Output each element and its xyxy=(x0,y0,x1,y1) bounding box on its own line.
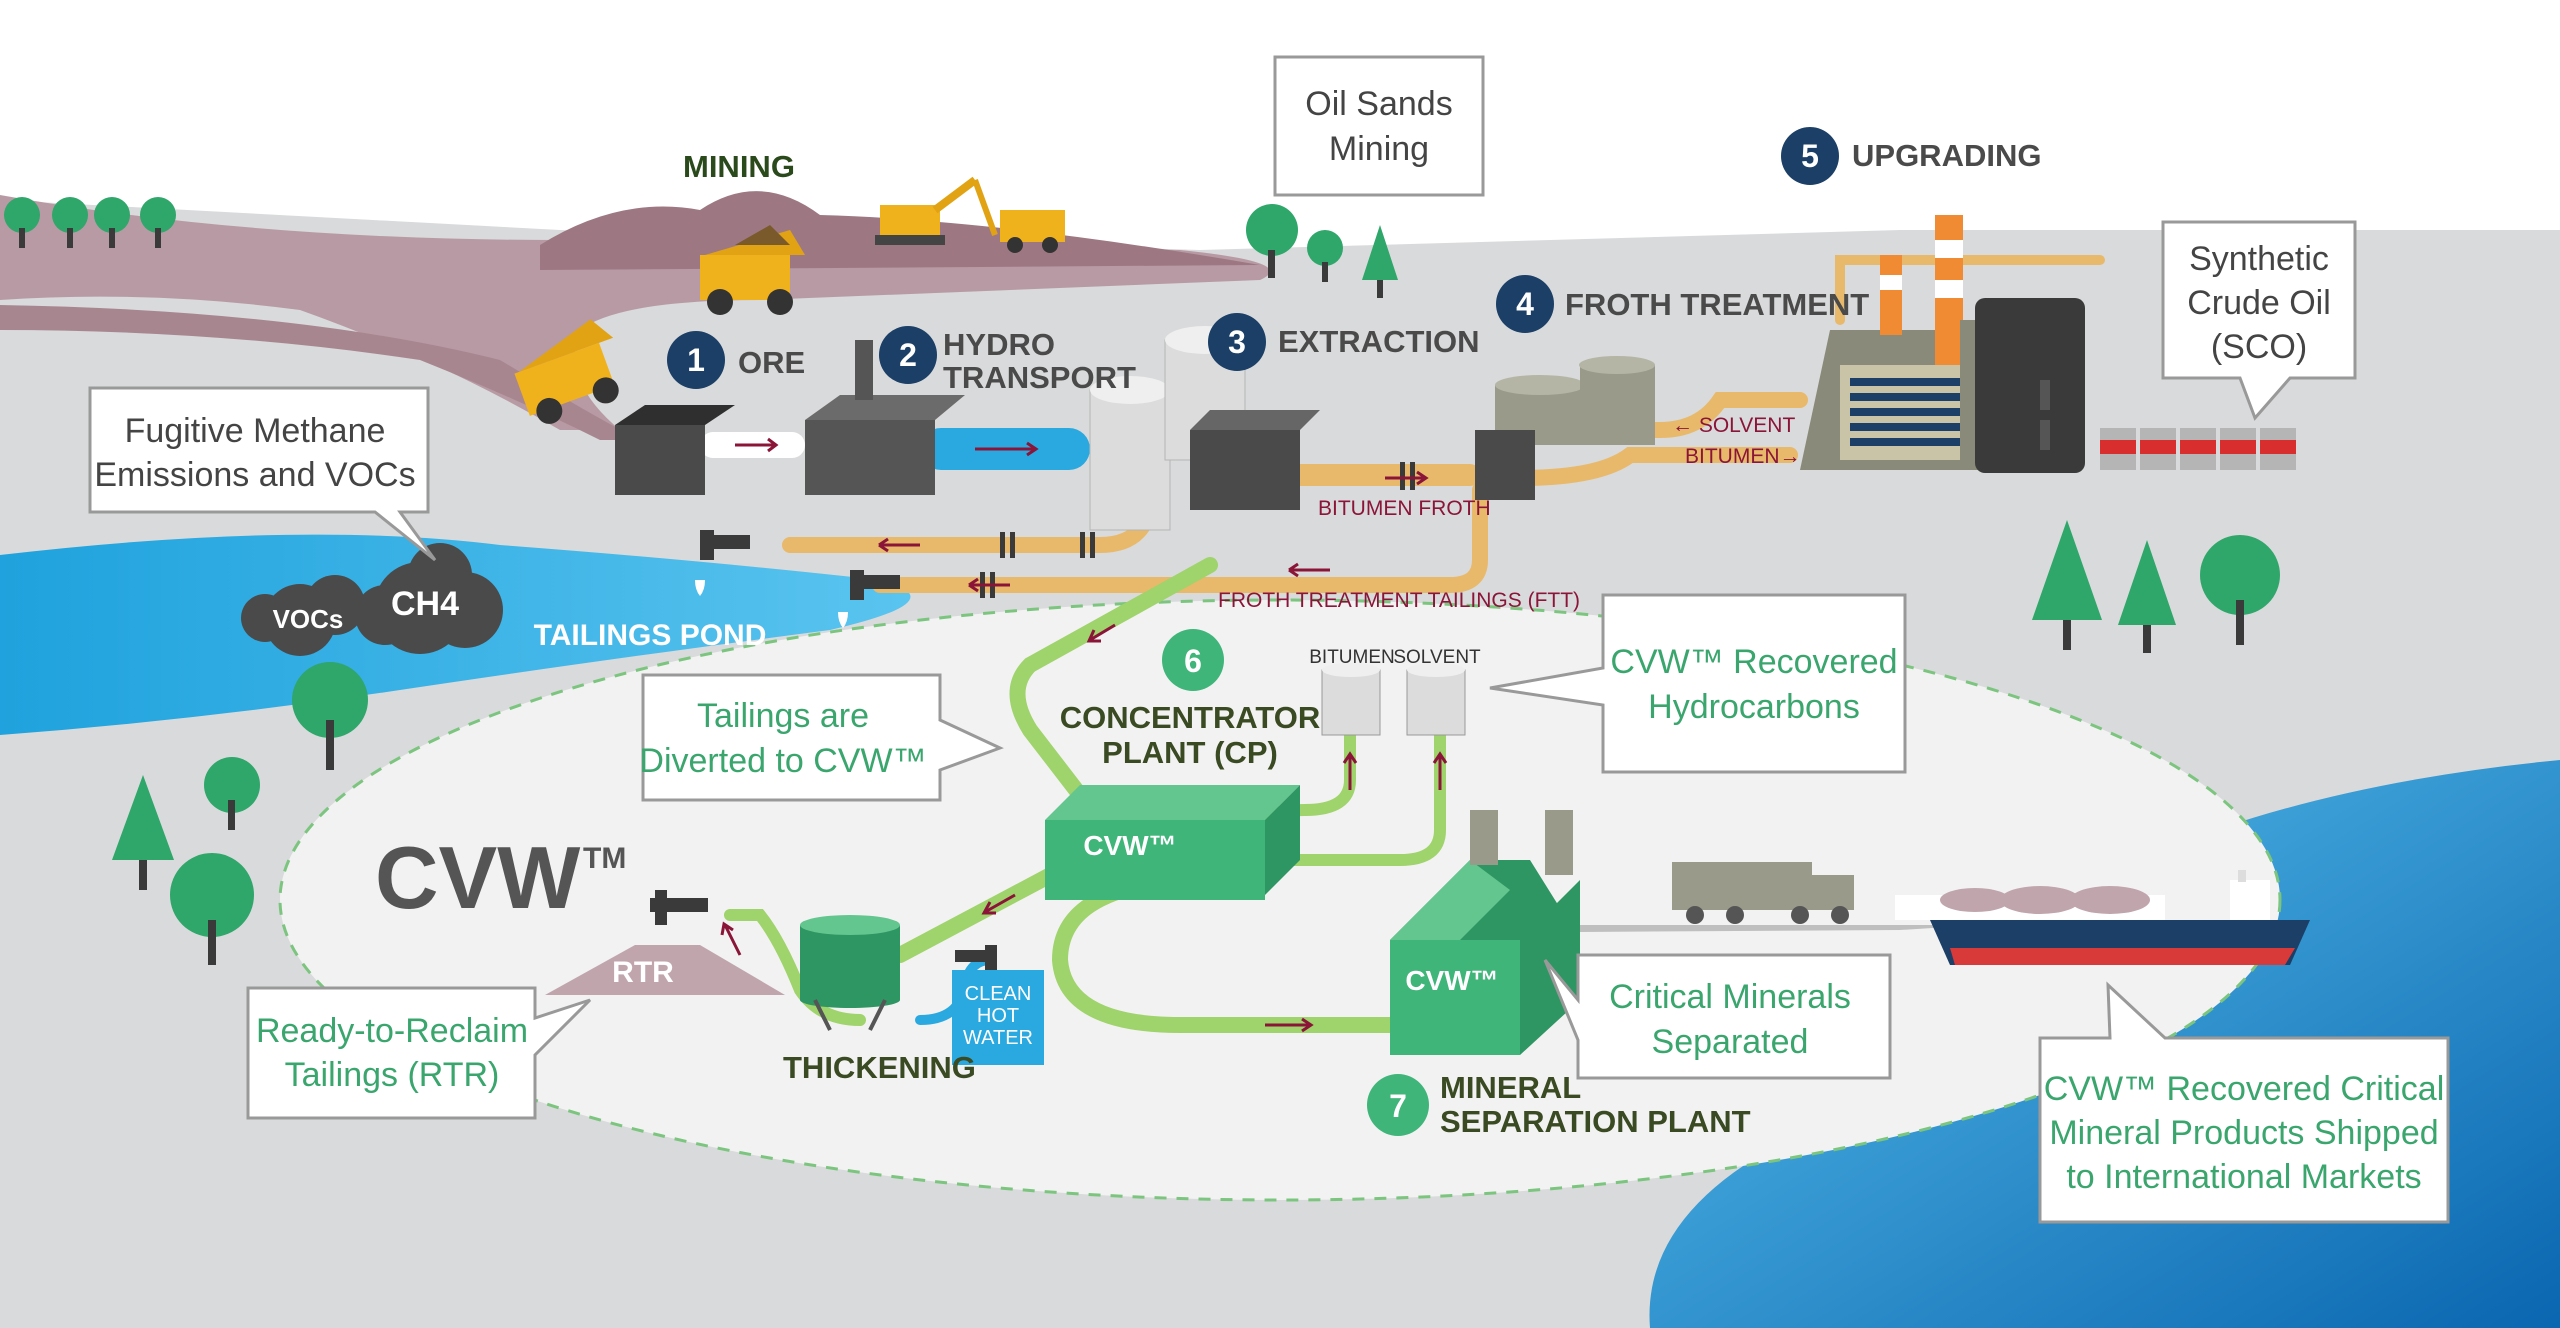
callout-tailings-diverted: Tailings are Diverted to CVW™ xyxy=(639,673,1004,802)
emission-clouds xyxy=(241,543,503,656)
msp-label-1: MINERAL xyxy=(1440,1070,1581,1105)
extraction-tanks xyxy=(1089,326,1320,531)
msp-plant-logo: CVW™ xyxy=(1405,965,1498,996)
bitumen-tank-label: BITUMEN xyxy=(1309,647,1395,668)
callout-critical-minerals: Critical Minerals Separated xyxy=(1543,953,1892,1080)
callout-diverted-line-1: Tailings are xyxy=(697,697,869,735)
clean-water-label-3: WATER xyxy=(963,1027,1033,1049)
callout-rtr: Ready-to-Reclaim Tailings (RTR) xyxy=(246,986,592,1120)
clean-hot-water-box xyxy=(952,970,1044,1065)
ground-bottom-left xyxy=(0,700,1700,1328)
step-4-number: 4 xyxy=(1516,286,1534,322)
clean-water-label-1: CLEAN xyxy=(965,983,1032,1005)
froth-treatment-label: FROTH TREATMENT xyxy=(1565,287,1869,322)
cp-plant-logo: CVW™ xyxy=(1083,830,1176,861)
road xyxy=(1580,925,1980,932)
solvent-arrow-label: ← SOLVENT xyxy=(1672,414,1795,437)
callout-diverted-line-2: Diverted to CVW™ xyxy=(639,742,926,780)
callout-shipped-line-2: Mineral Products Shipped xyxy=(2049,1114,2438,1152)
callout-shipped-line-3: to International Markets xyxy=(2066,1158,2421,1196)
step-1-badge xyxy=(667,331,725,389)
thickener xyxy=(800,915,900,1031)
crude-barrels xyxy=(2100,428,2296,470)
cvw-pipes xyxy=(724,557,1446,1033)
clean-water-label-2: HOT xyxy=(977,1005,1019,1027)
hydro-transport-plant xyxy=(805,340,965,495)
rtr-label: RTR xyxy=(612,956,674,989)
callout-hydrocarbons-line-1: CVW™ Recovered xyxy=(1610,643,1897,681)
callout-oil-sands-line-2: Mining xyxy=(1329,130,1429,168)
bitumen-arrow-label: BITUMEN→ xyxy=(1685,445,1801,468)
step-1-number: 1 xyxy=(687,342,705,378)
cp-label-2: PLANT (CP) xyxy=(1102,735,1278,770)
callout-fugitive-line-2: Emissions and VOCs xyxy=(94,456,415,494)
callout-sco-line-3: (SCO) xyxy=(2211,328,2307,366)
tailings-outfalls xyxy=(695,530,900,628)
step-6-number: 6 xyxy=(1184,643,1202,679)
callout-sco-line-1: Synthetic xyxy=(2189,240,2329,278)
step-badges xyxy=(667,127,1839,1136)
haul-truck-icon xyxy=(700,225,805,315)
cargo-ship-icon xyxy=(1895,870,2310,965)
callout-hydrocarbons-line-2: Hydrocarbons xyxy=(1648,688,1860,726)
trees xyxy=(4,197,2280,965)
solvent-tank-label: SOLVENT xyxy=(1393,647,1481,668)
step-7-number: 7 xyxy=(1389,1088,1407,1124)
mining-label: MINING xyxy=(683,149,795,184)
callout-minerals-line-1: Critical Minerals xyxy=(1609,978,1851,1016)
callout-recovered-hydrocarbons: CVW™ Recovered Hydrocarbons xyxy=(1489,593,1907,774)
extraction-label: EXTRACTION xyxy=(1278,324,1480,359)
step-2-badge xyxy=(879,326,937,384)
hydro-label-1: HYDRO xyxy=(943,327,1055,362)
hydro-label-2: TRANSPORT xyxy=(943,360,1136,395)
step-5-number: 5 xyxy=(1801,138,1819,174)
bitumen-froth-label: BITUMEN FROTH xyxy=(1318,497,1491,520)
ch4-label: CH4 xyxy=(391,585,459,623)
flow-arrows xyxy=(720,437,1448,1033)
msp-label-2: SEPARATION PLANT xyxy=(1440,1104,1751,1139)
cp-label-1: CONCENTRATOR xyxy=(1060,700,1321,735)
thickening-label: THICKENING xyxy=(783,1050,976,1085)
step-4-badge xyxy=(1496,275,1554,333)
mine-ramp xyxy=(0,305,640,440)
callout-fugitive: Fugitive Methane Emissions and VOCs xyxy=(88,386,437,562)
callout-synthetic-crude: Synthetic Crude Oil (SCO) xyxy=(2161,220,2357,421)
step-7-badge xyxy=(1367,1074,1429,1136)
vocs-label: VOCs xyxy=(273,604,344,634)
ftt-label: FROTH TREATMENT TAILINGS (FTT) xyxy=(1218,589,1580,612)
callout-minerals-line-2: Separated xyxy=(1652,1023,1809,1061)
callout-oil-sands: Oil Sands Mining xyxy=(1273,55,1485,197)
callout-shipped-line-1: CVW™ Recovered Critical xyxy=(2044,1070,2445,1108)
tailings-pond-label: TAILINGS POND xyxy=(534,619,767,652)
cvw-logo-tm: TM xyxy=(583,842,626,875)
ore-label: ORE xyxy=(738,345,805,380)
step-5-badge xyxy=(1781,127,1839,185)
concentrator-plant xyxy=(1045,785,1300,900)
callout-rtr-line-1: Ready-to-Reclaim xyxy=(256,1012,528,1050)
water-tap xyxy=(955,945,997,975)
step-6-badge xyxy=(1162,629,1224,691)
callout-fugitive-line-1: Fugitive Methane xyxy=(125,412,386,450)
hydrocarbon-tanks xyxy=(1321,663,1466,736)
truck-icon xyxy=(1672,862,1854,924)
upgrading-label: UPGRADING xyxy=(1852,138,2041,173)
rtr-tap xyxy=(650,890,708,925)
dump-truck-icon xyxy=(514,319,619,424)
cvw-logo: CVW xyxy=(375,828,580,927)
step-3-badge xyxy=(1208,313,1266,371)
callout-sco-line-2: Crude Oil xyxy=(2187,284,2331,322)
step-3-number: 3 xyxy=(1228,324,1246,360)
rtr-pile xyxy=(545,945,785,995)
callout-shipped: CVW™ Recovered Critical Mineral Products… xyxy=(2038,981,2450,1224)
callout-rtr-line-2: Tailings (RTR) xyxy=(285,1056,500,1094)
upgrader-plant xyxy=(1800,215,2085,473)
callout-oil-sands-line-1: Oil Sands xyxy=(1305,85,1452,123)
froth-treatment-plant xyxy=(1475,356,1655,500)
step-2-number: 2 xyxy=(899,337,917,373)
excavator-icon xyxy=(875,176,1065,253)
ore-crusher xyxy=(615,405,735,495)
